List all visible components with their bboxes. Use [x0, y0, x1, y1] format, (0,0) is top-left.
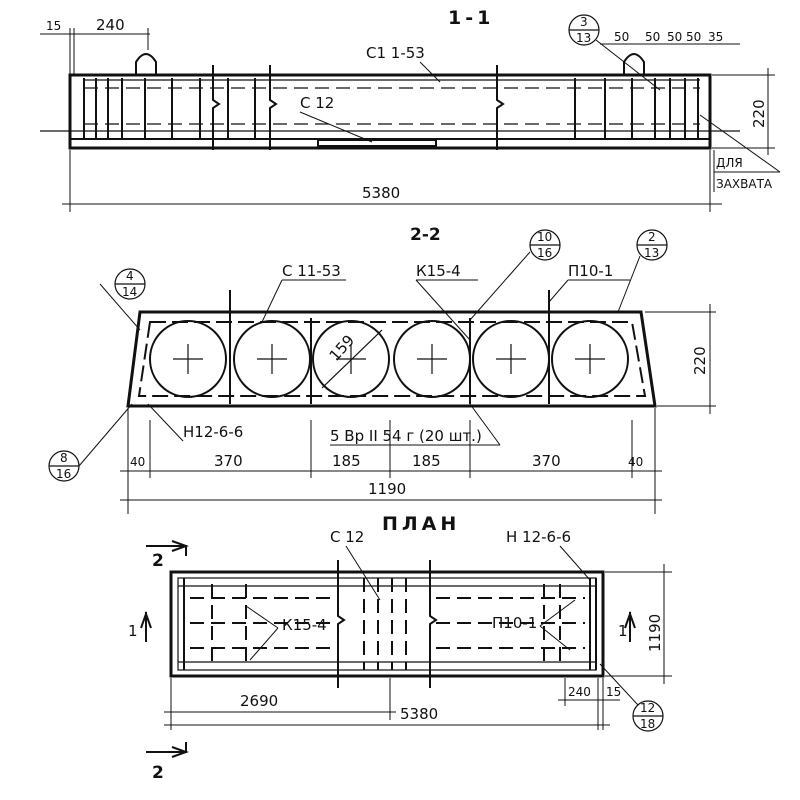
slab-cross-section-outline [126, 310, 657, 408]
dim-159: 159 [326, 331, 359, 364]
dim-15-plan: 15 [606, 685, 621, 699]
dim-220-section: 220 [691, 346, 709, 375]
callout-3-top: 3 [580, 15, 588, 29]
label-p10-1-section: П10-1 [568, 262, 613, 280]
section-1-1-title: 1-1 [448, 7, 494, 29]
callout-10-top: 10 [537, 230, 552, 244]
note-line2: ЗАХВАТА [716, 177, 773, 191]
dim-50-d: 50 [686, 30, 701, 44]
callout-4-top: 4 [126, 269, 134, 283]
plan-title: ПЛАН [382, 513, 460, 535]
callout-18-bottom: 18 [640, 717, 655, 731]
callout-16-bottom: 16 [537, 246, 552, 260]
callout-13-bottom-section: 13 [644, 246, 659, 260]
label-c11-53-section: С 11-53 [282, 262, 341, 280]
dim-50-a: 50 [614, 30, 629, 44]
dim-2690: 2690 [240, 692, 278, 710]
cut-1-right: 1 [618, 622, 628, 640]
label-k15-4-section: К15-4 [416, 262, 461, 280]
dim-50-c: 50 [667, 30, 682, 44]
cut-1-left: 1 [128, 622, 138, 640]
cut-2-top: 2 [152, 551, 164, 571]
slab-plan-outline [169, 570, 605, 678]
callout-2-top: 2 [648, 230, 656, 244]
dim-5380-plan: 5380 [400, 705, 438, 723]
note-line1: ДЛЯ [716, 156, 743, 170]
lifting-loop-left [135, 53, 157, 76]
label-k15-4-plan: К15-4 [282, 616, 327, 634]
section-2-2: 2-2 159 С 11-53 К15-4 [48, 225, 716, 514]
dim-370-left: 370 [214, 452, 243, 470]
hollow-cores [149, 320, 629, 398]
section-2-2-title: 2-2 [410, 225, 441, 245]
dim-240-plan: 240 [568, 685, 591, 699]
callout-12-top: 12 [640, 701, 655, 715]
lifting-loop-right [623, 53, 645, 76]
dim-35: 35 [708, 30, 723, 44]
dim-5380-elevation: 5380 [362, 184, 400, 202]
dim-40-left: 40 [130, 455, 145, 469]
callout-8-top: 8 [60, 451, 68, 465]
dim-50-b: 50 [645, 30, 660, 44]
dim-40-right: 40 [628, 455, 643, 469]
label-n12-6-6-section: Н12-6-6 [183, 423, 243, 441]
dim-1190-plan: 1190 [646, 614, 664, 652]
section-1-1: 1-1 [40, 7, 781, 212]
label-c12-elevation: С 12 [300, 94, 334, 112]
dim-240-elevation: 240 [96, 16, 125, 34]
dim-185-left: 185 [332, 452, 361, 470]
stirrups-left [83, 78, 256, 140]
callout-16-bottom-left: 16 [56, 467, 71, 481]
callout-14-bottom: 14 [122, 285, 137, 299]
dim-185-right: 185 [412, 452, 441, 470]
slab-elevation-outline [68, 73, 712, 150]
label-p10-1-plan: П10-1 [492, 614, 537, 632]
label-n12-6-6-plan: Н 12-6-6 [506, 528, 571, 546]
callout-13-bottom: 13 [576, 31, 591, 45]
label-rebar-5vr: 5 Вр II 54 г (20 шт.) [330, 427, 482, 445]
plan-view: ПЛАН С 12 Н 12- [128, 513, 672, 783]
plan-rebar-dashes [190, 584, 585, 666]
dim-370-right: 370 [532, 452, 561, 470]
dim-15-elevation: 15 [46, 19, 61, 33]
label-c11-53-elevation: С1 1-53 [366, 44, 425, 62]
stirrups-right [574, 78, 699, 140]
cut-2-bottom: 2 [152, 763, 164, 783]
dim-220-elevation: 220 [750, 99, 768, 128]
label-c12-plan: С 12 [330, 528, 364, 546]
dim-1190-section: 1190 [368, 480, 406, 498]
